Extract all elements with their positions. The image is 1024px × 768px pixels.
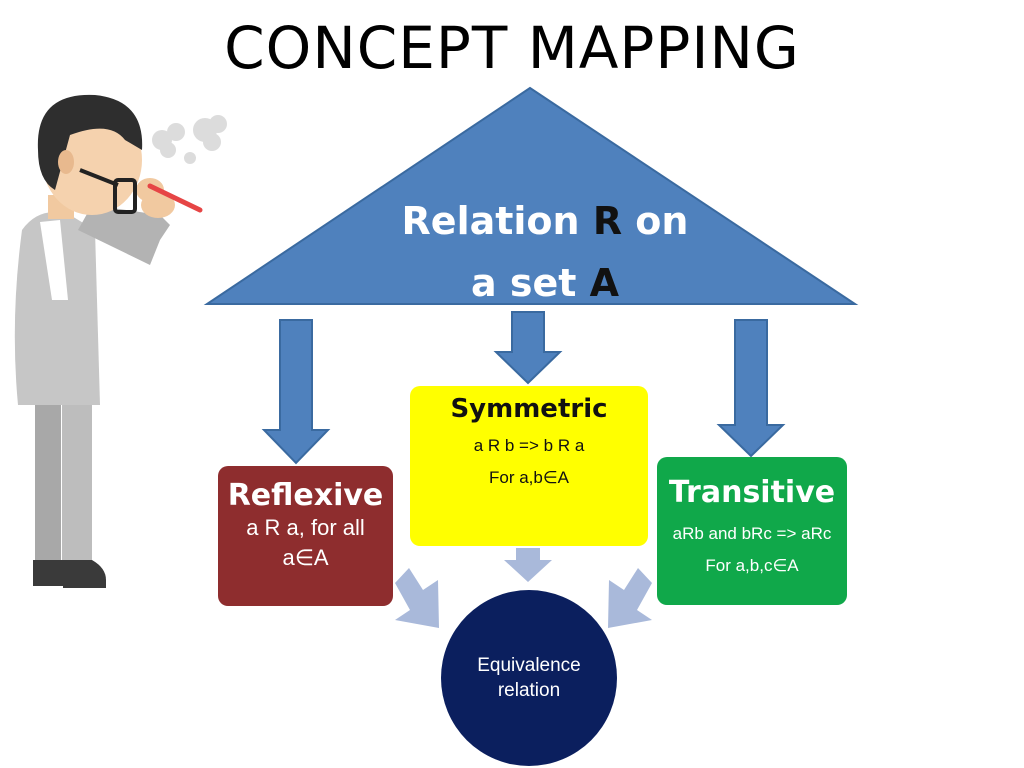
symmetric-node: Symmetric a R b => b R a For a,b∈A: [410, 386, 648, 546]
arrow-reflexive-to-result: [395, 568, 439, 628]
result-line-1: Equivalence: [477, 655, 581, 676]
transitive-line-2: For a,b,c∈A: [705, 556, 799, 575]
transitive-title: Transitive: [668, 475, 836, 510]
thinking-person-icon: [14, 94, 227, 588]
reflexive-title: Reflexive: [227, 478, 384, 513]
top-triangle: [203, 86, 859, 305]
symmetric-line-2: For a,b∈A: [488, 468, 569, 487]
reflexive-node: Reflexive a R a, for all a∈A: [218, 466, 393, 606]
reflexive-line-1: a R a, for all: [246, 515, 365, 540]
symmetric-line-1: a R b => b R a: [473, 436, 585, 455]
result-line-2: relation: [497, 680, 561, 701]
arrow-to-symmetric: [493, 311, 563, 385]
symmetric-title: Symmetric: [450, 394, 608, 424]
arrow-to-reflexive: [261, 319, 331, 465]
transitive-node: Transitive aRb and bRc => aRc For a,b,c∈…: [657, 457, 847, 605]
transitive-line-1: aRb and bRc => aRc: [672, 524, 832, 543]
reflexive-line-2: a∈A: [282, 545, 329, 570]
page-title: CONCEPT MAPPING: [224, 14, 800, 82]
arrow-symmetric-to-result: [504, 548, 552, 582]
arrow-to-transitive: [716, 319, 786, 458]
top-node-label: Relation R on a set A: [401, 199, 689, 305]
arrow-transitive-to-result: [608, 568, 652, 628]
equivalence-relation-node: Equivalence relation: [441, 590, 617, 766]
